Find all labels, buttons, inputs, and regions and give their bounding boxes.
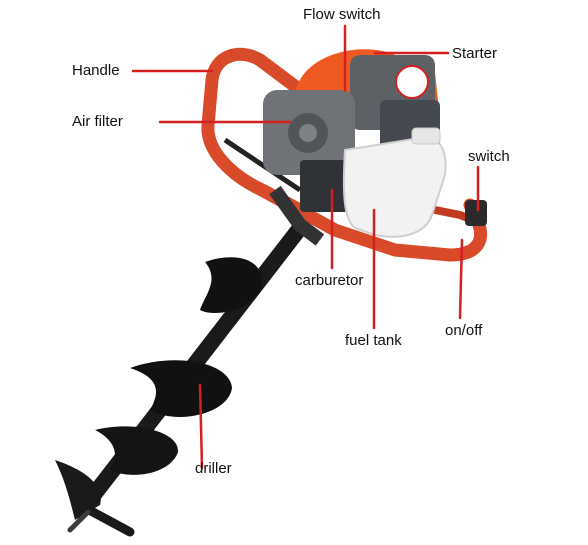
leader-lines [131, 24, 480, 470]
label-on-off: on/off [445, 322, 483, 339]
air-filter-housing [263, 90, 355, 175]
label-carburetor: carburetor [295, 272, 364, 289]
label-switch: switch [468, 148, 510, 165]
leader-driller [198, 383, 204, 470]
leader-on-off [458, 238, 464, 320]
label-handle: Handle [72, 62, 120, 79]
auger-drill [55, 220, 308, 537]
label-driller: driller [195, 460, 232, 477]
label-air-filter: Air filter [72, 113, 123, 130]
fuel-tank-body [342, 127, 447, 238]
label-starter: Starter [452, 45, 498, 62]
label-fuel-tank: fuel tank [345, 332, 402, 349]
label-flow-switch: Flow switch [303, 6, 381, 23]
